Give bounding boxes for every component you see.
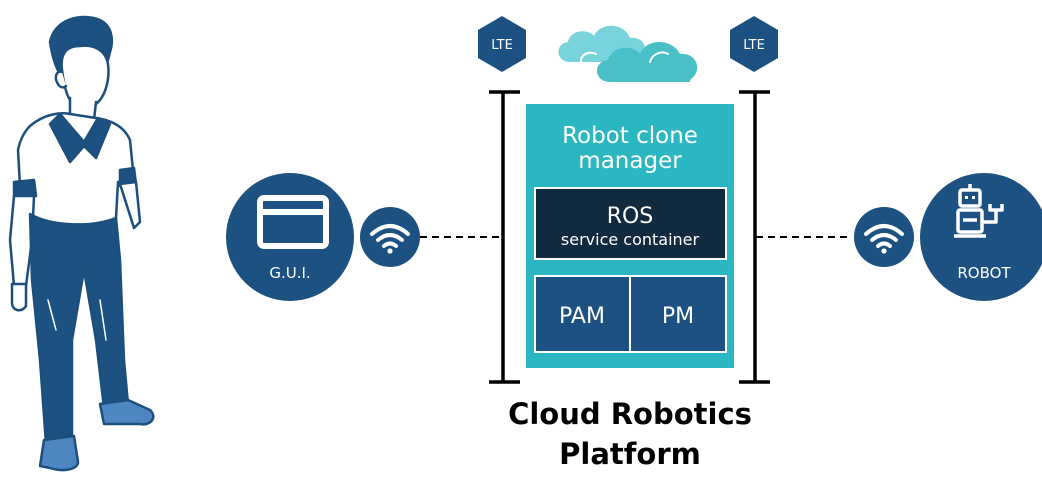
robot-arm-icon xyxy=(954,184,1004,238)
cloud-icon xyxy=(558,25,698,82)
ros-line2: service container xyxy=(561,230,700,249)
wifi-node-right xyxy=(854,207,914,267)
gui-node: G.U.I. xyxy=(226,173,354,301)
robot-clone-manager-box: Robot clone manager ROS service containe… xyxy=(526,104,734,368)
pam-label: PAM xyxy=(559,304,605,329)
lte-hexagon-icon-left: LTE xyxy=(478,16,526,72)
lte-hexagon-icon-right: LTE xyxy=(730,16,778,72)
gui-label: G.U.I. xyxy=(269,264,310,282)
wifi-icon xyxy=(370,224,410,248)
platform-title-line2: Platform xyxy=(559,437,701,471)
lte-right-label: LTE xyxy=(743,38,765,53)
pm-box: PM xyxy=(629,275,727,353)
platform-bracket-right xyxy=(739,90,770,384)
person-standing-icon xyxy=(8,15,155,472)
robot-node: ROBOT xyxy=(920,173,1042,301)
ros-service-container: ROS service container xyxy=(534,187,727,260)
pam-box: PAM xyxy=(534,275,631,353)
lte-left-label: LTE xyxy=(491,38,513,53)
platform-bracket-left xyxy=(489,90,520,384)
platform-title-line1: Cloud Robotics xyxy=(508,397,752,431)
ros-line1: ROS xyxy=(607,204,654,229)
pm-label: PM xyxy=(662,304,694,329)
clone-manager-line2: manager xyxy=(578,148,682,174)
robot-label: ROBOT xyxy=(957,264,1011,282)
window-icon xyxy=(257,195,329,249)
clone-manager-line1: Robot clone xyxy=(562,123,698,149)
wifi-icon xyxy=(864,224,904,248)
wifi-node-left xyxy=(360,207,420,267)
